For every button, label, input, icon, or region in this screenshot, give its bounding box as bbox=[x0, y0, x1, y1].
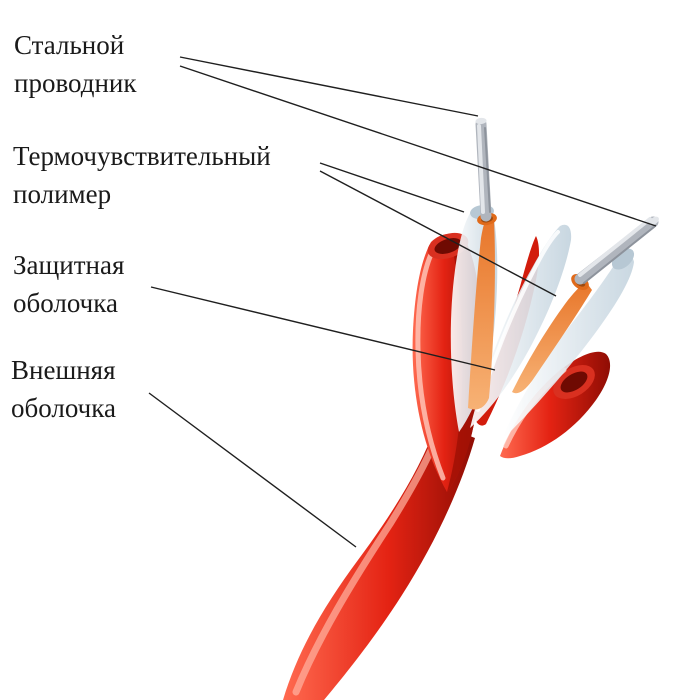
label-thermo-polymer-line1: Термочувствительный bbox=[13, 141, 271, 171]
leader-line-outer-sheath bbox=[148, 392, 357, 548]
label-protective-sheath-line2: оболочка bbox=[13, 288, 118, 318]
label-steel-conductor-line2: проводник bbox=[14, 68, 137, 98]
label-steel-conductor: Стальной проводник bbox=[14, 26, 137, 102]
label-outer-sheath: Внешняя оболочка bbox=[11, 351, 116, 427]
label-thermo-polymer-line2: полимер bbox=[13, 179, 112, 209]
leader-line-protective-sheath bbox=[150, 286, 496, 371]
leader-line-steel-conductor-2 bbox=[179, 65, 657, 227]
leader-line-steel-conductor-1 bbox=[179, 56, 479, 117]
label-outer-sheath-line2: оболочка bbox=[11, 393, 116, 423]
leader-lines bbox=[148, 56, 657, 548]
leader-line-polymer-1 bbox=[319, 162, 465, 213]
label-outer-sheath-line1: Внешняя bbox=[11, 355, 116, 385]
label-protective-sheath-line1: Защитная bbox=[13, 250, 125, 280]
label-steel-conductor-line1: Стальной bbox=[14, 30, 125, 60]
steel-conductor-right-graphic bbox=[574, 216, 659, 285]
label-thermo-polymer: Термочувствительный полимер bbox=[13, 137, 271, 213]
steel-conductor-left-graphic bbox=[475, 117, 492, 222]
label-protective-sheath: Защитная оболочка bbox=[13, 246, 124, 322]
leader-line-polymer-2 bbox=[319, 170, 557, 297]
polymer-core-graphic bbox=[468, 212, 592, 410]
